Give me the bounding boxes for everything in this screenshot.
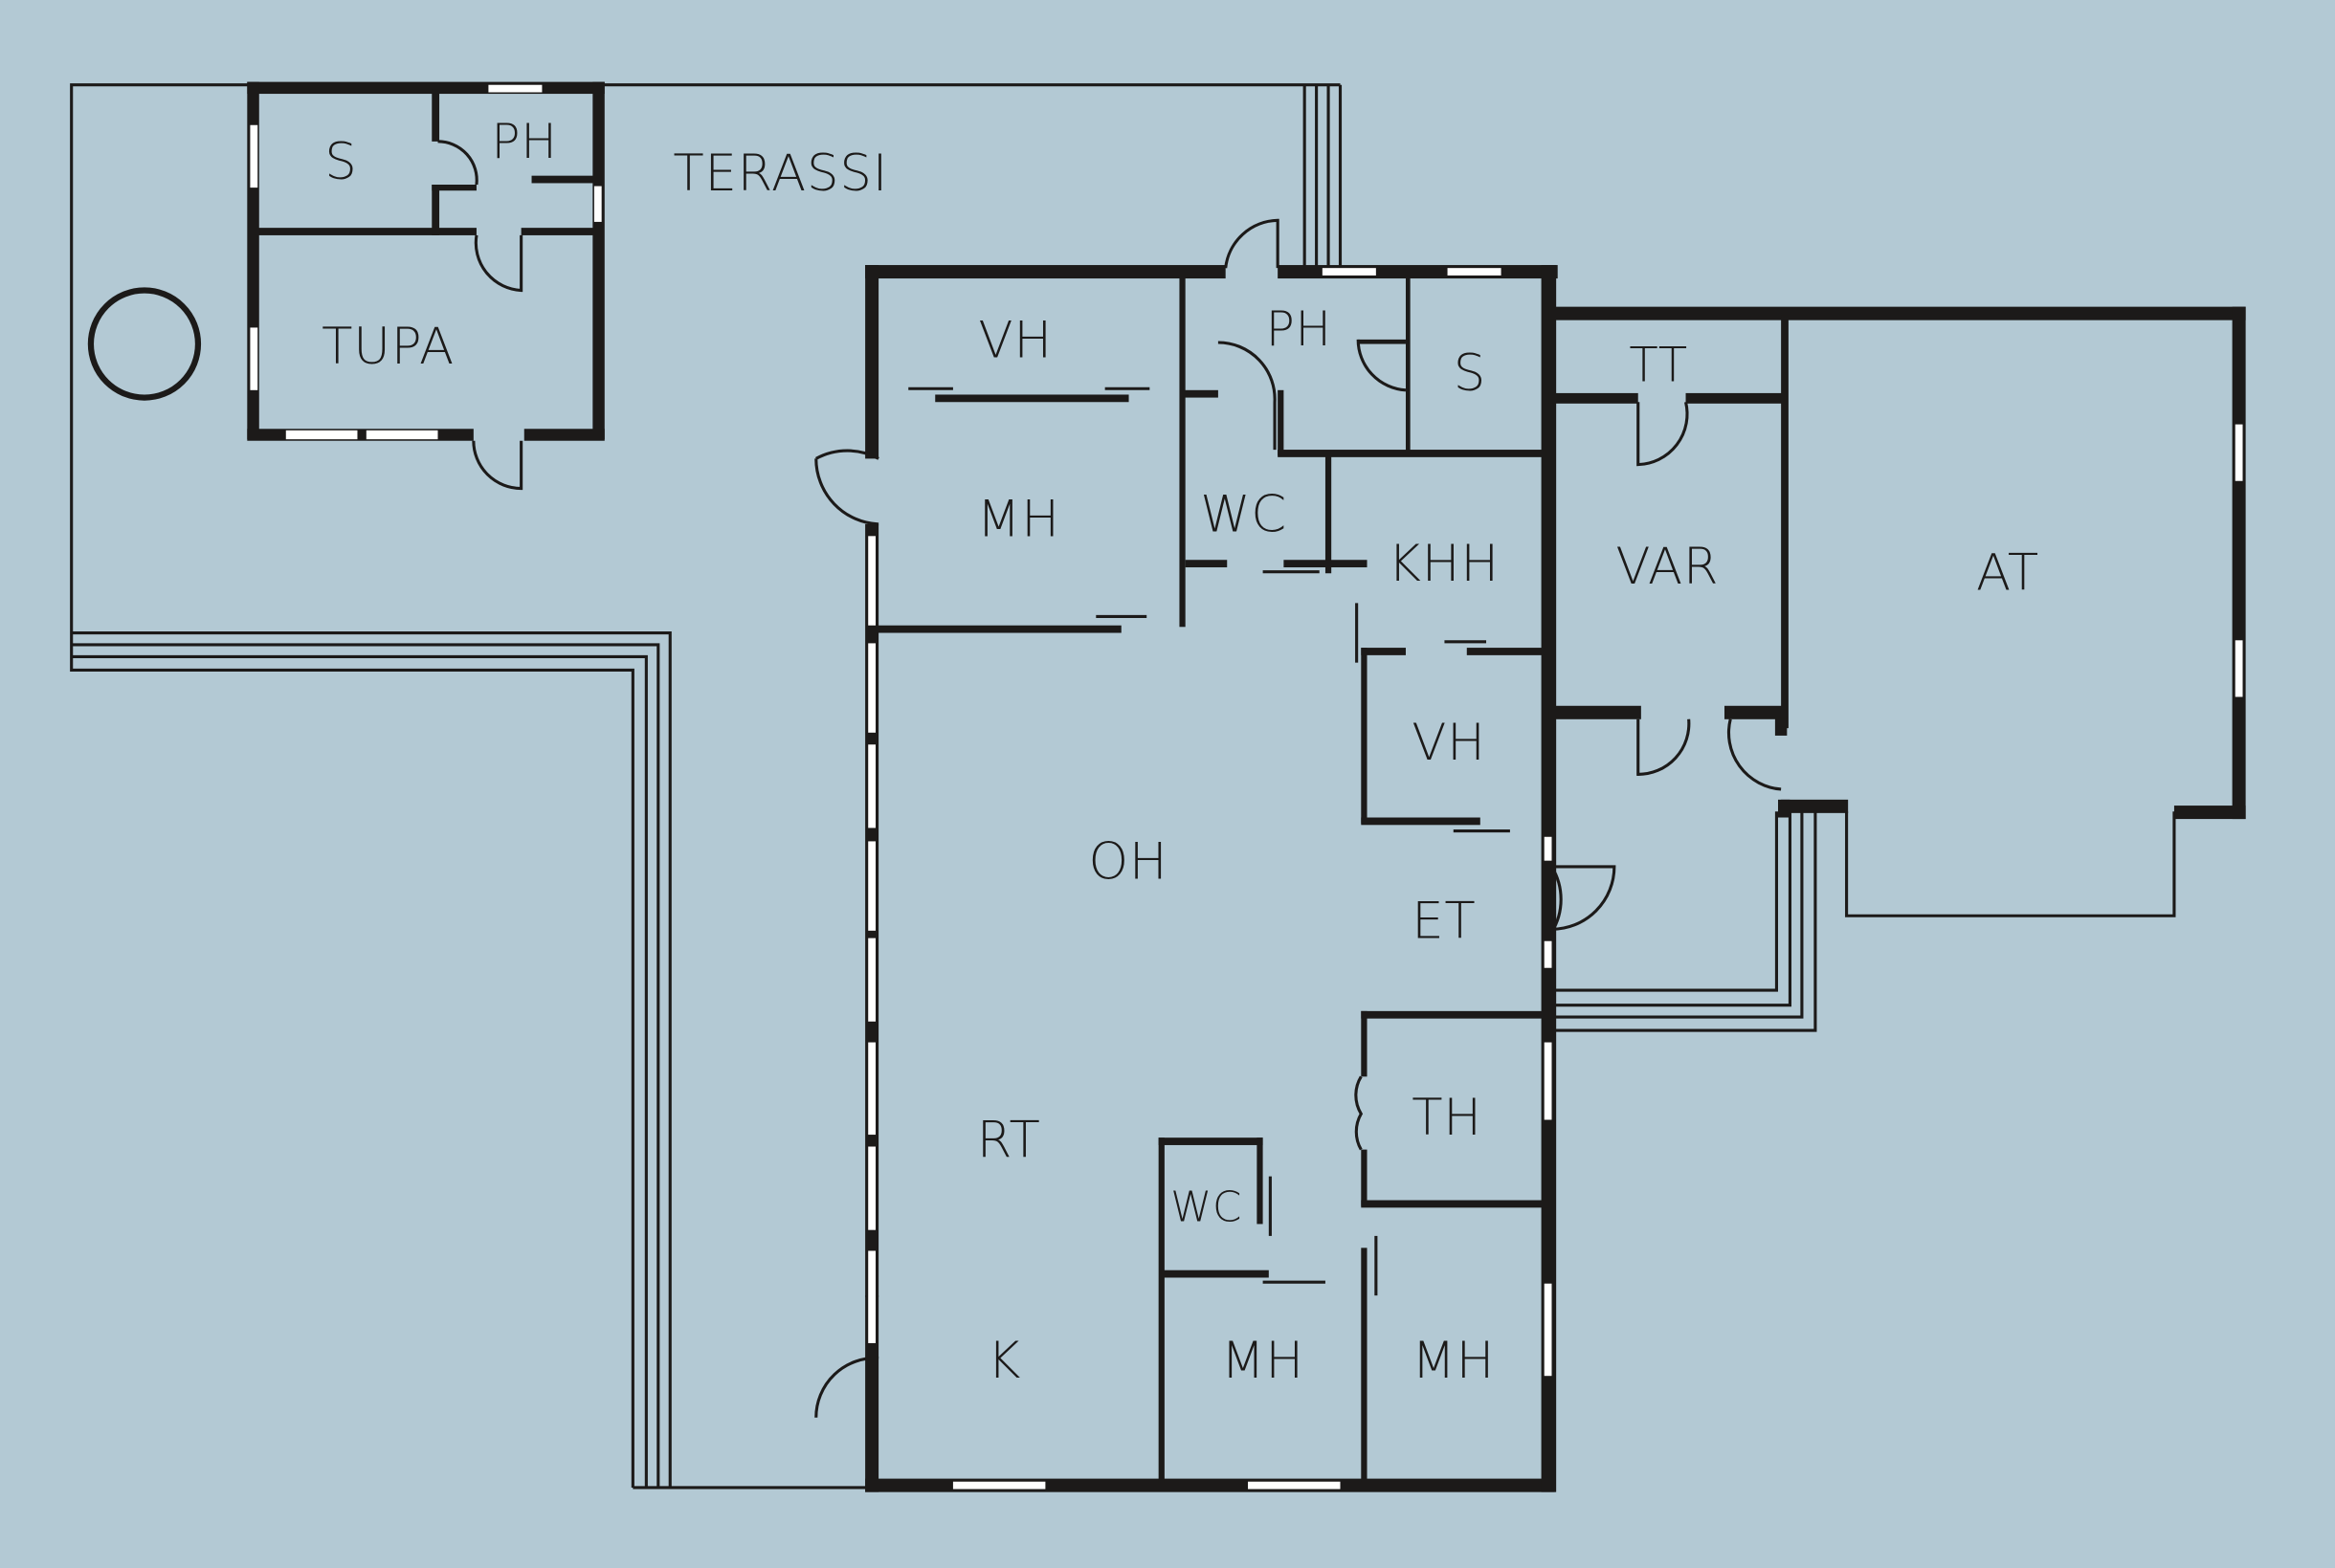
label-dining: RT — [977, 1111, 1041, 1169]
label-bedroom-top: MH — [977, 490, 1060, 548]
label-walk-in-closet-mid: VH — [1412, 714, 1486, 772]
label-walk-in-closet-top: VH — [978, 312, 1053, 370]
label-storage: VAR — [1615, 538, 1719, 596]
label-workroom: TH — [1412, 1089, 1482, 1147]
label-washroom: PH — [1266, 301, 1332, 357]
label-sauna-main: S — [1454, 344, 1486, 403]
label-tupa: TUPA — [322, 318, 455, 376]
label-garage: AT — [1976, 543, 2039, 602]
label-sauna: S — [324, 133, 357, 191]
label-sauna-washroom: PH — [492, 114, 558, 169]
sauna-building — [247, 81, 605, 491]
label-entrance: ET — [1412, 893, 1476, 951]
terrace-outline — [70, 83, 2176, 1490]
main-house-walls — [814, 218, 2246, 1492]
label-wc-top: WC — [1200, 486, 1287, 544]
label-terrace: TERASSI — [673, 144, 888, 203]
label-utility: KHH — [1388, 535, 1500, 593]
label-kitchen: K — [988, 1332, 1021, 1390]
label-bedroom-bottom-left: MH — [1221, 1332, 1304, 1390]
label-wc-bottom: WC — [1170, 1183, 1242, 1231]
fire-pit-icon — [87, 287, 202, 401]
label-technical: TT — [1629, 337, 1688, 392]
label-bedroom-bottom-right: MH — [1412, 1332, 1495, 1390]
label-living-room: OH — [1089, 832, 1168, 891]
room-labels: S PH TUPA TERASSI VH PH S MH WC KHH TT V… — [322, 114, 2039, 1390]
